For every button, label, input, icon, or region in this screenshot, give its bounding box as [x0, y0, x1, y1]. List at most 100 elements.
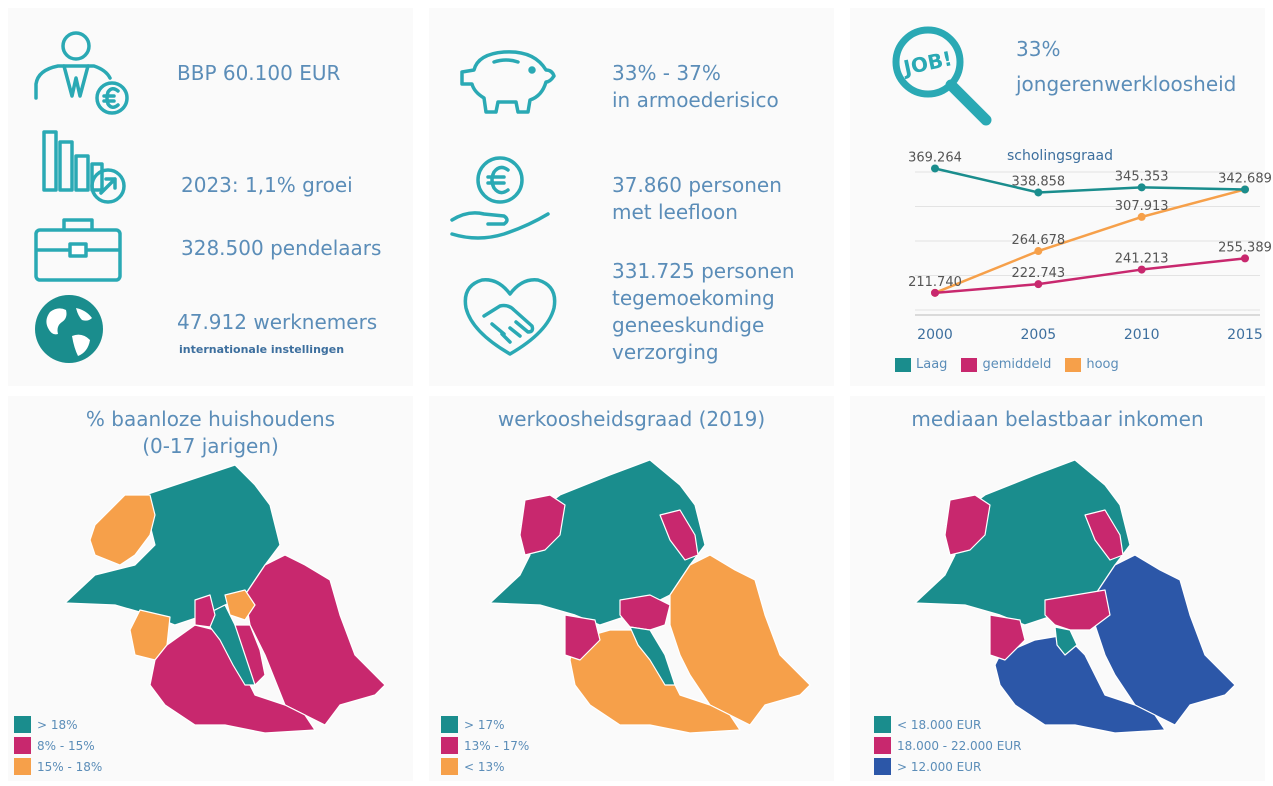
chart-title: scholingsgraad: [1007, 148, 1113, 164]
x-tick-label: 2010: [1124, 327, 1160, 343]
legend-item-laag: Laag: [895, 357, 947, 372]
legend-row: > 18%: [14, 714, 102, 735]
data-label: 338.858: [1011, 174, 1065, 189]
data-label: 255.389: [1218, 240, 1272, 255]
legend-label: > 17%: [464, 717, 505, 732]
data-point: [1241, 254, 1249, 263]
job-icon-text: JOB!: [899, 46, 954, 80]
data-point: [1034, 247, 1043, 256]
legend-row: < 18.000 EUR: [874, 714, 1021, 735]
legend-label: > 18%: [37, 717, 78, 732]
stat-jongeren-1: 33%: [1016, 37, 1061, 61]
legend-label: 13% - 17%: [464, 738, 530, 753]
x-tick-label: 2000: [917, 327, 953, 343]
piggy-bank-icon: [454, 40, 564, 120]
map-2-legend: > 17% 13% - 17% < 13%: [441, 714, 529, 777]
data-point: [931, 288, 939, 297]
stat-werknemers-sub: internationale instellingen: [179, 343, 345, 356]
panel-social: [429, 8, 834, 386]
legend-swatch: [441, 716, 458, 733]
map-1: [55, 455, 395, 739]
legend-item-hoog: hoog: [1065, 357, 1119, 372]
legend-row: < 13%: [441, 756, 529, 777]
map-1-title-line1: % baanloze huishoudens: [85, 407, 336, 431]
map-2-title-line1: werkoosheidsgraad (2019): [497, 407, 766, 431]
legend-swatch: [961, 357, 978, 372]
legend-item-gemiddeld: gemiddeld: [961, 357, 1051, 372]
legend-swatch: [441, 758, 458, 775]
data-point: [1241, 185, 1249, 194]
stat-armoede-1: 33% - 37%: [612, 61, 721, 85]
stat-leefloon-1: 37.860 personen: [612, 173, 782, 197]
data-label: 241.213: [1115, 252, 1169, 267]
legend-row: 15% - 18%: [14, 756, 102, 777]
data-label: 264.678: [1011, 233, 1065, 248]
legend-swatch: [874, 737, 891, 754]
data-point: [1137, 265, 1146, 274]
data-label: 345.353: [1115, 169, 1169, 184]
stat-leefloon-2: met leefloon: [612, 200, 738, 224]
stat-jongeren-2: jongerenwerkloosheid: [1016, 72, 1237, 96]
bar-growth-icon: [38, 126, 133, 206]
legend-swatch: [1065, 357, 1082, 372]
legend-swatch: [895, 357, 911, 372]
panel-education: [850, 8, 1265, 386]
map-1-title-line2: (0-17 jarigen): [142, 434, 279, 458]
legend-label: < 18.000 EUR: [897, 717, 982, 732]
legend-swatch: [874, 716, 891, 733]
legend-row: 8% - 15%: [14, 735, 102, 756]
stat-groei: 2023: 1,1% groei: [181, 173, 353, 197]
briefcase-icon: [28, 214, 128, 284]
legend-label: < 13%: [464, 759, 505, 774]
map-2-title: werkoosheidsgraad (2019): [429, 406, 834, 433]
stat-werknemers: 47.912 werknemers: [177, 310, 378, 334]
stat-pendelaars: 328.500 pendelaars: [181, 236, 382, 260]
legend-label: Laag: [916, 357, 948, 372]
legend-swatch: [441, 737, 458, 754]
stat-tegemoet-2: tegemoekoming: [612, 286, 775, 310]
legend-label: 15% - 18%: [37, 759, 103, 774]
legend-row: 18.000 - 22.000 EUR: [874, 735, 1021, 756]
stat-armoede-2: in armoederisico: [612, 88, 779, 112]
person-euro-icon: [28, 26, 129, 116]
stat-tegemoet-4: verzorging: [612, 340, 719, 364]
series-line: [934, 188, 1246, 294]
legend-row: > 17%: [441, 714, 529, 735]
line-chart-svg: scholingsgraad 2000 2005 2010 2015 369.264 338…: [908, 148, 1272, 343]
series-line: [934, 257, 1246, 295]
globe-icon: [32, 292, 107, 367]
legend-swatch: [874, 758, 891, 775]
data-point: [931, 164, 939, 173]
data-label: 222.743: [1011, 266, 1065, 281]
handshake-heart-icon: [458, 272, 563, 362]
data-point: [1137, 183, 1146, 192]
line-chart: scholingsgraad 2000 2005 2010 2015 369.264 338…: [880, 140, 1272, 359]
map-2: [480, 455, 820, 739]
map-3: [905, 455, 1245, 739]
data-point: [1137, 212, 1146, 221]
legend-row: > 12.000 EUR: [874, 756, 1021, 777]
legend-swatch: [14, 758, 31, 775]
stat-tegemoet-1: 331.725 personen: [612, 259, 795, 283]
data-point: [1034, 280, 1043, 289]
legend-label: gemiddeld: [982, 357, 1052, 372]
job-magnifier-icon: JOB!: [888, 22, 998, 132]
line-chart-legend: Laag gemiddeld hoog: [895, 357, 1133, 372]
legend-label: hoog: [1086, 357, 1119, 372]
legend-label: > 12.000 EUR: [897, 759, 982, 774]
x-tick-label: 2015: [1227, 327, 1263, 343]
stat-tegemoet-3: geneeskundige: [612, 313, 765, 337]
data-point: [1034, 188, 1043, 197]
legend-row: 13% - 17%: [441, 735, 529, 756]
legend-label: 8% - 15%: [37, 738, 95, 753]
legend-swatch: [14, 737, 31, 754]
data-label: 211.740: [908, 275, 962, 290]
data-label: 342.689: [1218, 171, 1272, 186]
legend-swatch: [14, 716, 31, 733]
data-label: 369.264: [908, 150, 962, 165]
hand-euro-icon: [448, 150, 558, 245]
x-tick-label: 2005: [1021, 327, 1057, 343]
legend-label: 18.000 - 22.000 EUR: [897, 738, 1022, 753]
map-3-title: mediaan belastbaar inkomen: [850, 406, 1265, 433]
series-line: [934, 167, 1246, 194]
